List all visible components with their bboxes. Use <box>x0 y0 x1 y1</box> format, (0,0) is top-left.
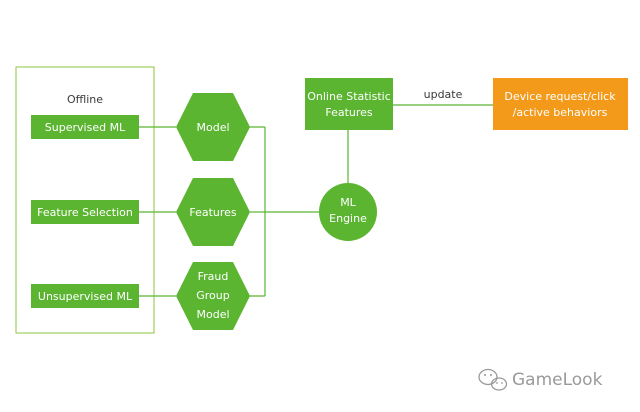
device-request-box <box>493 78 628 130</box>
features-label: Features <box>189 206 237 219</box>
ml-engine-label-line2: Engine <box>329 212 367 225</box>
feature-selection-label: Feature Selection <box>37 206 133 219</box>
model-hexagon <box>176 93 250 161</box>
online-statistic-features-box <box>305 78 393 130</box>
features-hexagon <box>176 178 250 246</box>
model-label: Model <box>196 121 229 134</box>
ml-engine-label-line1: ML <box>340 196 356 209</box>
online-statistic-features-label-line2: Features <box>325 106 373 119</box>
fraud-group-model-label-line2: Group <box>196 289 230 302</box>
offline-title: Offline <box>67 93 103 106</box>
watermark: GameLook <box>478 368 603 391</box>
feature-selection-box <box>31 200 139 224</box>
fraud-group-model-label-line1: Fraud <box>198 270 229 283</box>
unsupervised-ml-box <box>31 284 139 308</box>
supervised-ml-label: Supervised ML <box>45 121 126 134</box>
watermark-text: GameLook <box>512 370 603 390</box>
fraud-group-model-hexagon <box>176 262 250 330</box>
supervised-ml-box <box>31 115 139 139</box>
device-request-label-line2: /active behaviors <box>513 106 608 119</box>
offline-panel <box>15 66 155 334</box>
wechat-icon <box>478 368 508 391</box>
ml-engine-circle <box>319 183 377 241</box>
online-statistic-features-label-line1: Online Statistic <box>307 90 391 103</box>
fraud-group-model-label-line3: Model <box>196 308 229 321</box>
update-label: update <box>424 88 463 101</box>
unsupervised-ml-label: Unsupervised ML <box>38 290 133 303</box>
device-request-label-line1: Device request/click <box>504 90 616 103</box>
